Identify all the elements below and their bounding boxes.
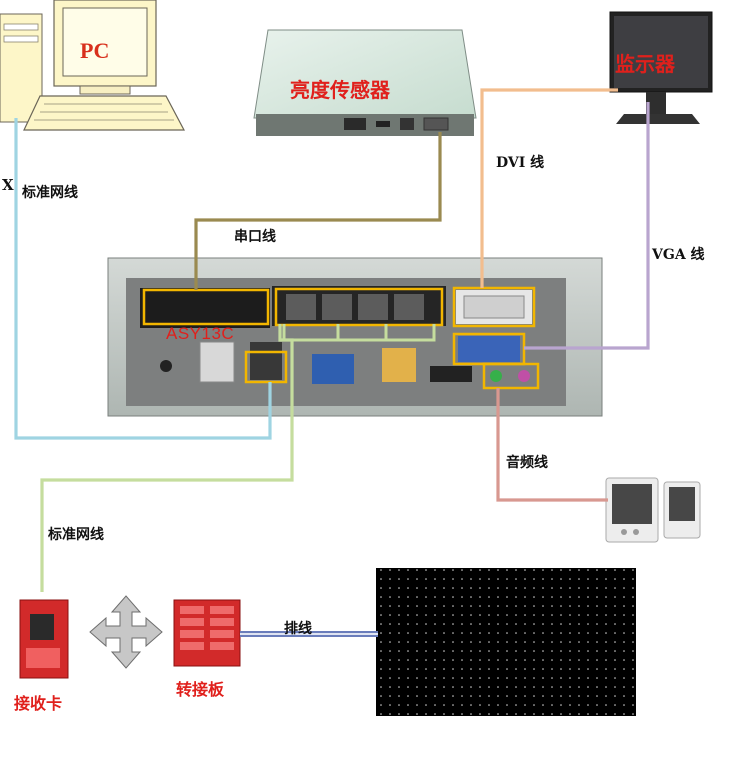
- brightness-sensor-device: [253, 29, 477, 136]
- x-mark: X: [2, 176, 14, 194]
- lan-cable-receiver: [40, 324, 294, 592]
- four-way-arrow-icon: [89, 595, 163, 669]
- receiver-label: 接收卡: [14, 694, 63, 713]
- asy-label: ASY13C: [166, 324, 235, 343]
- ribbon-label: 排线: [284, 621, 312, 637]
- led-screen: [376, 568, 636, 716]
- speakers-device: [605, 477, 701, 543]
- serial-cable: [194, 132, 442, 290]
- green-port-link: [282, 324, 436, 342]
- brightness-sensor-label: 亮度传感器: [290, 78, 390, 102]
- dvi-label: DVI 线: [496, 155, 545, 171]
- adapter-label: 转接板: [176, 680, 225, 699]
- dvi-cable: [480, 88, 618, 288]
- audio-label: 音频线: [506, 455, 548, 471]
- adapter-board-device: [173, 599, 241, 667]
- pc-label: PC: [80, 38, 110, 63]
- monitor-label: 监示器: [615, 52, 675, 76]
- serial-label: 串口线: [234, 229, 276, 245]
- std-cable-label-bottom: 标准网线: [48, 527, 104, 543]
- vga-cable: [524, 102, 650, 350]
- pc-computer: [0, 0, 185, 131]
- player-box-panel: [107, 257, 603, 417]
- std-cable-label-top: 标准网线: [22, 185, 78, 201]
- lan-cable-pc: [14, 118, 272, 440]
- audio-cable: [496, 388, 608, 502]
- vga-label: VGA 线: [652, 247, 705, 263]
- receiver-card-device: [19, 599, 69, 679]
- cables: [14, 88, 650, 637]
- monitor-device: [609, 11, 713, 124]
